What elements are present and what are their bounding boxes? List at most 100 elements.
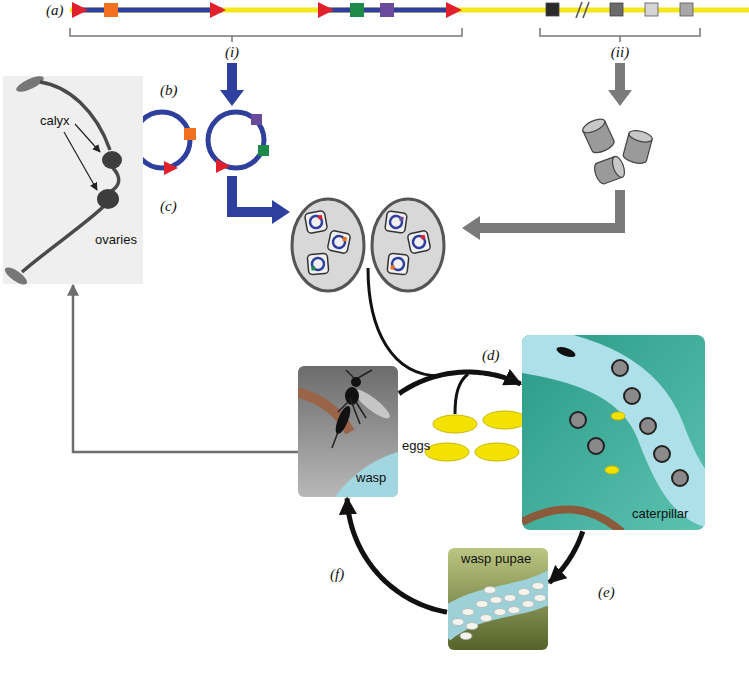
dna-circle (412, 235, 426, 249)
wasp-head (351, 377, 361, 387)
injection-line (368, 268, 440, 376)
capsid-top (610, 155, 627, 179)
twig (522, 509, 622, 530)
gene-box (251, 114, 262, 125)
virus-particle (372, 199, 444, 291)
virus-particle (640, 418, 656, 434)
photo-label: ovaries (95, 232, 137, 247)
flow-arrowhead (608, 90, 632, 106)
cycle-arrow (399, 372, 521, 394)
pupa (504, 595, 516, 602)
pupae-picture (448, 548, 548, 650)
virus-particle (612, 360, 628, 376)
repeat-triangle (210, 2, 226, 18)
pupae-cluster (452, 583, 546, 640)
calyx-blob (102, 151, 122, 169)
step-number: (ii) (611, 44, 629, 61)
ovariole (14, 73, 45, 95)
capsid-box (327, 230, 351, 254)
virus-particle (292, 199, 364, 291)
dna-mark (399, 216, 404, 221)
dna-circle (332, 235, 346, 249)
bracket (540, 28, 700, 42)
pupa (466, 623, 478, 630)
nucleocapsid (304, 210, 327, 233)
cycle-arrow (549, 531, 582, 582)
flow-arrow (227, 63, 237, 92)
pupa (476, 601, 488, 608)
flow-arrow (615, 63, 625, 92)
dna-circle (309, 215, 323, 229)
wasp-figure (555, 345, 577, 359)
wasp-legs (332, 370, 372, 448)
egg (475, 443, 519, 461)
photo-label: wasp pupae (461, 551, 531, 566)
part-label: calyx (40, 113, 70, 128)
dna-circle (389, 215, 403, 229)
caterpillar-body (448, 584, 548, 628)
pupa (462, 609, 474, 616)
gene-box (184, 128, 196, 140)
egg (425, 443, 469, 461)
nucleocapsid (327, 230, 351, 254)
caterpillar-photo: caterpillar (522, 335, 705, 530)
oviduct (22, 206, 104, 272)
gene-box (610, 3, 623, 16)
capsid-box (387, 253, 409, 275)
capsid-box (385, 211, 408, 234)
pupa (452, 619, 464, 626)
nucleocapsid (307, 253, 329, 275)
pupa (494, 609, 506, 616)
pupa (460, 633, 472, 640)
capsid (592, 155, 627, 186)
dna-circle (391, 257, 404, 270)
gene-box (380, 3, 394, 17)
nucleocapsid (407, 230, 431, 254)
virus-particle (672, 470, 688, 486)
nucleocapsid (387, 253, 409, 275)
virus-particle (588, 438, 604, 454)
calyx-blob (97, 189, 119, 209)
flow-arrow (232, 176, 274, 212)
flow-arrowhead (272, 200, 290, 224)
ovaries-photo: calyx ovaries (3, 76, 143, 284)
gene-box (350, 3, 364, 17)
virus-particle (570, 412, 586, 428)
photo-label: wasp (356, 470, 386, 485)
photo-label: caterpillar (632, 506, 688, 521)
proviral-segment (80, 8, 222, 13)
gene-box (258, 145, 269, 156)
dna-mark (421, 235, 426, 240)
wasp-photo: wasp (298, 366, 398, 497)
flow-arrowhead (220, 90, 244, 106)
step-number: (i) (225, 44, 239, 61)
egg (605, 466, 619, 474)
repeat-triangle (216, 159, 230, 173)
dna-circle (311, 257, 324, 270)
leader-line (75, 124, 100, 152)
egg (483, 411, 527, 429)
egg (433, 415, 477, 433)
pupa (532, 583, 544, 590)
step-letter: (f) (328, 566, 346, 583)
capsid-top (581, 116, 607, 135)
break-mark (576, 2, 582, 18)
virus-particle (624, 388, 640, 404)
capsid (622, 128, 653, 165)
caterpillar-picture (522, 335, 705, 530)
panel-letter: (c) (160, 198, 177, 215)
repeat-triangle (318, 2, 334, 18)
cycle-arrow (347, 498, 447, 612)
flow-arrow (478, 190, 620, 228)
step-letter: (d) (480, 347, 502, 364)
dna-mark (390, 265, 394, 269)
egg (611, 412, 625, 420)
dna-mark (342, 237, 347, 242)
caterpillar-skin (335, 452, 398, 497)
pupa (534, 595, 546, 602)
flow-arrowhead (462, 216, 480, 240)
